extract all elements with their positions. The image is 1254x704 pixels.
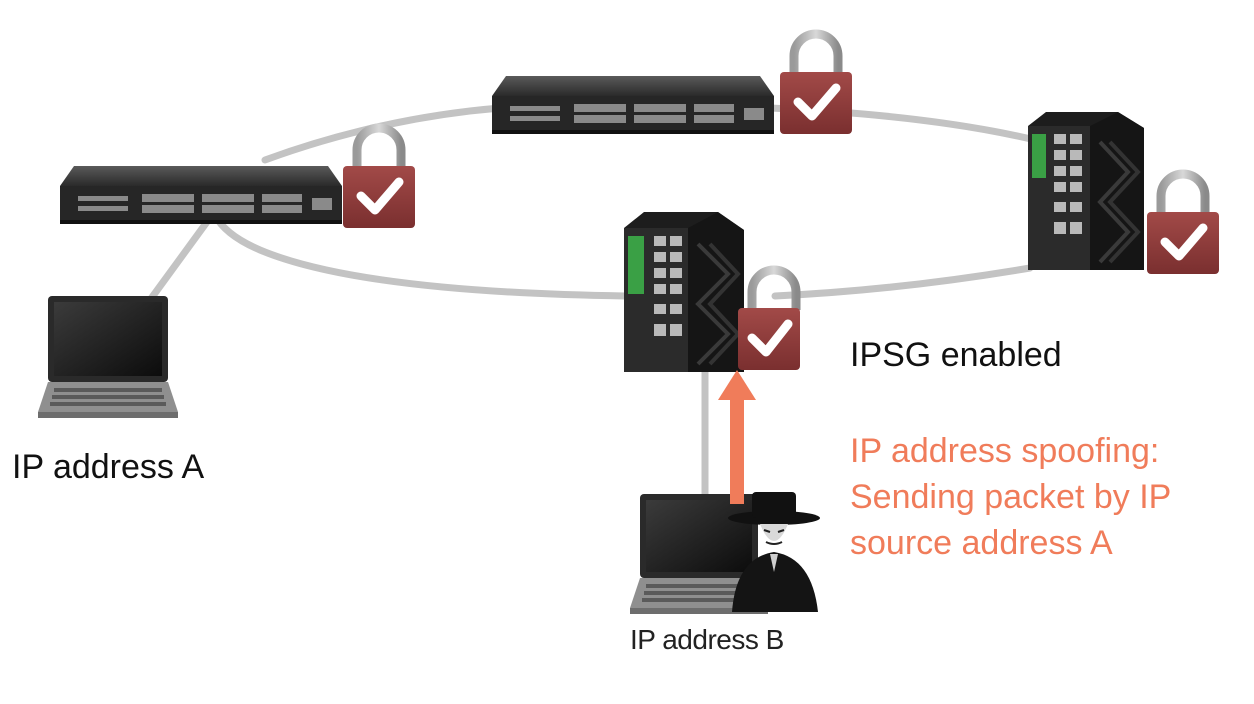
padlock-check-icon: [343, 123, 415, 228]
padlock-check-icon: [780, 29, 852, 134]
spoofing-note-line: IP address spoofing:: [850, 432, 1160, 470]
ip-address-a-label: IP address A: [12, 448, 205, 486]
link-left-top: [261, 104, 504, 164]
link-bottom-left: [211, 211, 629, 300]
arrow-up-icon: [718, 370, 756, 504]
laptop-icon: [630, 494, 768, 614]
spoofing-note-line: Sending packet by IP: [850, 478, 1172, 516]
laptop-icon: [38, 296, 178, 418]
ipsg-enabled-label: IPSG enabled: [850, 336, 1062, 374]
link-right-bottom: [771, 264, 1034, 300]
hacker-icon: [728, 492, 820, 612]
padlock-check-icon: [1147, 169, 1219, 274]
padlock-check-icon: [738, 265, 801, 370]
spoofing-note: IP address spoofing: Sending packet by I…: [850, 428, 1171, 566]
link-laptop-a: [146, 211, 216, 304]
rack-switch-icon: [60, 166, 342, 224]
ip-address-b-label: IP address B: [630, 624, 784, 655]
rack-switch-icon: [492, 76, 774, 134]
spoofing-note-line: source address A: [850, 524, 1113, 562]
industrial-switch-icon: [624, 212, 744, 372]
industrial-switch-icon: [1028, 112, 1144, 270]
